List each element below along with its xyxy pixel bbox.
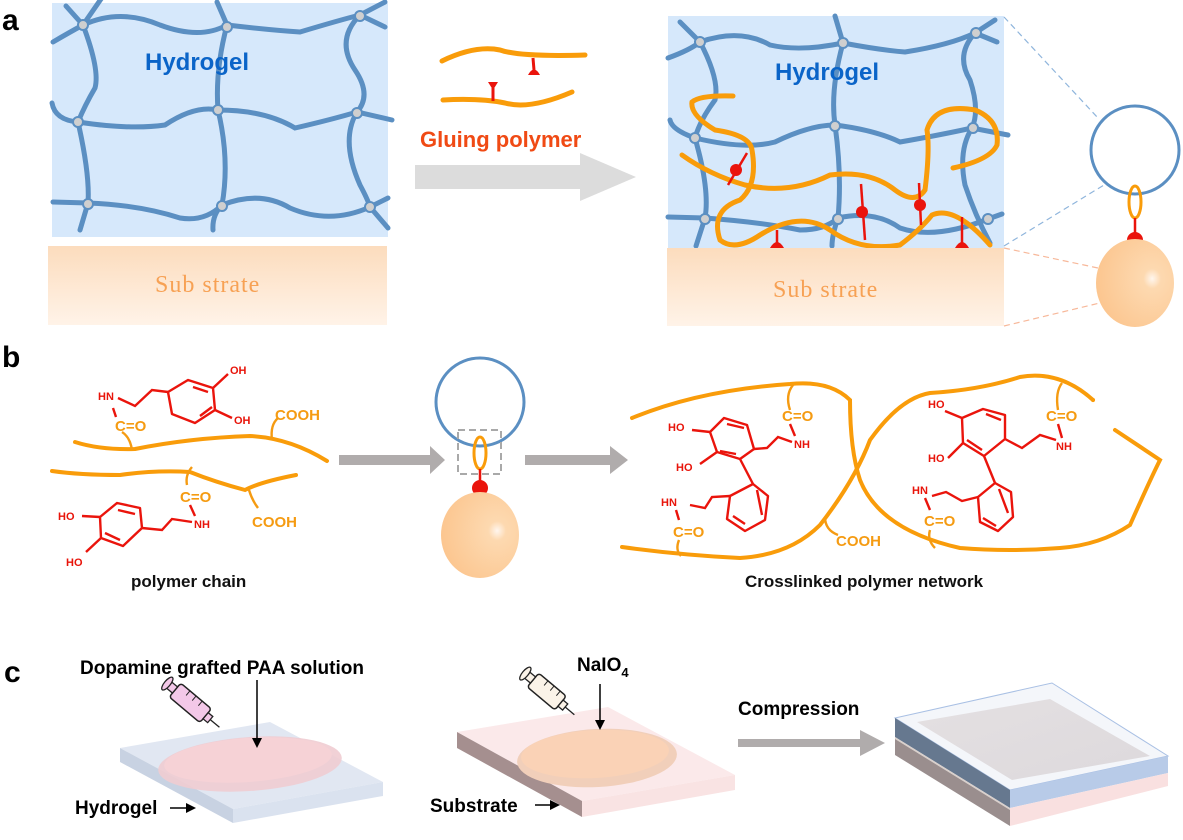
naio4-subscript: 4	[621, 665, 629, 680]
substrate-slab	[457, 707, 735, 817]
process-arrow-b1	[339, 446, 445, 474]
hydrogel-pointer-label: Hydrogel	[75, 798, 157, 819]
carboxyl-label: COOH	[252, 514, 297, 531]
panel-b: b C=O HN OH OH COOH C=O NH	[2, 341, 1163, 591]
carbonyl-label: C=O	[673, 524, 705, 541]
carbonyl-label: C=O	[782, 408, 814, 425]
gluing-polymer-icon	[439, 46, 588, 108]
amine-label: NH	[194, 519, 210, 531]
compression-arrow	[738, 730, 885, 756]
substrate-block-right	[667, 248, 1004, 326]
hydrogel-label-left: Hydrogel	[145, 49, 249, 76]
panel-a: a Hydrogel Sub strate	[2, 0, 1181, 327]
naio4-label: NaIO4	[577, 655, 629, 680]
hydrogel-network-right: Hydrogel	[665, 13, 1011, 250]
bonded-slab	[893, 682, 1170, 826]
hydroxyl-label: HO	[676, 462, 693, 474]
syringe-icon	[519, 666, 575, 716]
amine-label: NH	[1056, 441, 1072, 453]
substrate-pointer-label: Substrate	[430, 796, 518, 817]
carboxyl-label: COOH	[275, 407, 320, 424]
panel-b-label: b	[2, 341, 20, 374]
dopamine-solution-label: Dopamine grafted PAA solution	[80, 658, 364, 679]
syringe-icon	[161, 676, 220, 728]
carbonyl-label: C=O	[115, 418, 147, 435]
crosslinked-network-caption: Crosslinked polymer network	[745, 572, 984, 591]
panel-c-label: c	[4, 656, 21, 689]
hydroxyl-label: HO	[928, 453, 945, 465]
polymer-chain-diagram: C=O HN OH OH COOH C=O NH HO HO COOH	[50, 365, 329, 569]
hydrogel-label-right: Hydrogel	[775, 59, 879, 86]
gluing-polymer-label: Gluing polymer	[420, 127, 582, 152]
hydroxyl-label: OH	[234, 415, 251, 427]
junction-detail-b	[434, 356, 526, 578]
junction-detail-a	[1089, 104, 1181, 327]
amine-label: HN	[661, 497, 677, 509]
substrate-label-right: Sub strate	[773, 277, 878, 303]
substrate-label-left: Sub strate	[155, 272, 260, 298]
hydroxyl-label: OH	[230, 365, 247, 377]
panel-c: c Dopamine grafted PAA solution Hydrogel…	[4, 655, 1170, 826]
hydroxyl-label: HO	[66, 557, 83, 569]
carbonyl-label: C=O	[924, 513, 956, 530]
hydroxyl-label: HO	[668, 422, 685, 434]
hydroxyl-label: HO	[928, 399, 945, 411]
hydrogel-slab	[120, 722, 383, 823]
polymer-chain-caption: polymer chain	[131, 572, 246, 591]
process-arrow-a	[415, 153, 636, 201]
amine-label: HN	[912, 485, 928, 497]
amine-label: NH	[794, 439, 810, 451]
panel-a-label: a	[2, 4, 19, 37]
crosslinked-network-diagram: C=O NH HO HO HN C=O COOH C=O NH	[620, 373, 1163, 561]
compression-label: Compression	[738, 699, 859, 720]
carbonyl-label: C=O	[180, 489, 212, 506]
naio4-text: NaIO	[577, 655, 621, 676]
carbonyl-label: C=O	[1046, 408, 1078, 425]
amine-label: HN	[98, 391, 114, 403]
hydroxyl-label: HO	[58, 511, 75, 523]
substrate-block-left	[48, 246, 387, 325]
hydrogel-network-left: Hydrogel	[49, 0, 395, 237]
carboxyl-label: COOH	[836, 533, 881, 550]
process-arrow-b2	[525, 446, 628, 474]
